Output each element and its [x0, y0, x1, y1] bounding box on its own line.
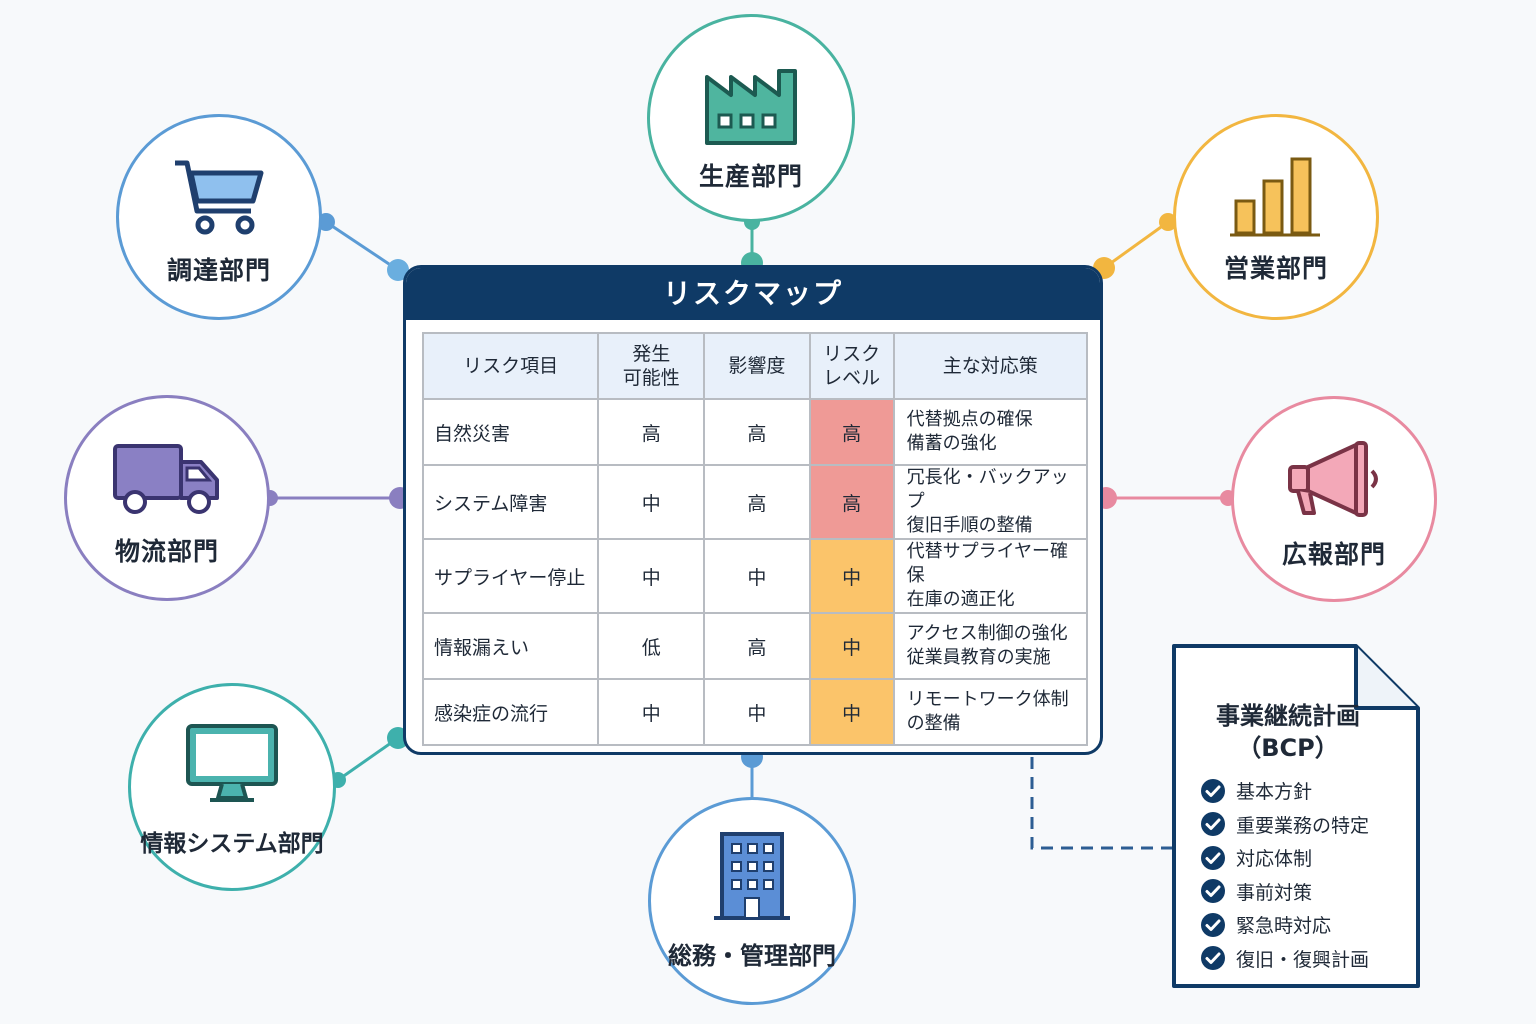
- bcp-document: 事業継続計画 （BCP） 基本方針 重要業務の特定 対応体制 事前対策 緊急時対…: [1170, 642, 1422, 992]
- list-item: 事前対策: [1200, 875, 1369, 909]
- department-label: 営業部門: [1223, 254, 1328, 283]
- office-building-icon: [714, 832, 790, 920]
- risk-level-cell: 中: [808, 612, 895, 680]
- measure-line: アクセス制御の強化: [906, 623, 1068, 644]
- measure-line: 従業員教育の実施: [906, 647, 1051, 668]
- header-risk-item: リスク項目: [421, 332, 600, 400]
- measure-line: 復旧手順の整備: [906, 515, 1033, 536]
- header-likelihood: 発生 可能性: [597, 332, 706, 400]
- truck-icon: [113, 444, 219, 514]
- list-item-label: 緊急時対応: [1236, 915, 1332, 938]
- measure-line: の整備: [906, 713, 961, 734]
- document-icon: [1172, 644, 1420, 988]
- risk-level-cell: 高: [808, 464, 895, 540]
- table-row: 感染症の流行 中 中 中 リモートワーク体制 の整備: [421, 678, 1089, 746]
- bar-chart-icon: [1230, 157, 1320, 237]
- header-risk-level: リスク レベル: [808, 332, 895, 400]
- impact-cell: 中: [703, 538, 811, 614]
- risk-level-cell: 中: [808, 538, 895, 614]
- production-department: 生産部門: [647, 14, 855, 222]
- measure-line: 備蓄の強化: [906, 433, 997, 454]
- impact-cell: 高: [703, 612, 811, 680]
- sales-department: 営業部門: [1173, 114, 1379, 320]
- measure-cell: 代替サプライヤー確保 在庫の適正化: [892, 538, 1089, 614]
- likelihood-cell: 低: [597, 612, 706, 680]
- list-item-label: 基本方針: [1236, 781, 1313, 804]
- header-likelihood-line1: 発生: [632, 343, 671, 365]
- list-item: 基本方針: [1200, 774, 1369, 808]
- table-row: 自然災害 高 高 高 代替拠点の確保 備蓄の強化: [421, 398, 1089, 466]
- department-label: 物流部門: [114, 537, 219, 566]
- impact-cell: 高: [703, 464, 811, 540]
- table-row: サプライヤー停止 中 中 中 代替サプライヤー確保 在庫の適正化: [421, 538, 1089, 614]
- risk-item: 自然災害: [421, 398, 600, 466]
- header-likelihood-line2: 可能性: [622, 367, 680, 389]
- risk-item: 感染症の流行: [421, 678, 600, 746]
- department-label: 調達部門: [166, 256, 271, 285]
- table-row: 情報漏えい 低 高 中 アクセス制御の強化 従業員教育の実施: [421, 612, 1089, 680]
- bcp-checklist: 基本方針 重要業務の特定 対応体制 事前対策 緊急時対応 復旧・復興計画: [1200, 774, 1369, 975]
- risk-item: システム障害: [421, 464, 600, 540]
- list-item: 緊急時対応: [1200, 908, 1369, 942]
- risk-map-panel: リスクマップ リスク項目 発生 可能性 影響度 リスク レベル 主な対応策: [403, 265, 1103, 755]
- measure-cell: アクセス制御の強化 従業員教育の実施: [892, 612, 1089, 680]
- measure-line: リモートワーク体制: [906, 689, 1069, 710]
- header-level-line1: リスク: [823, 343, 881, 365]
- risk-level-cell: 中: [808, 678, 895, 746]
- list-item: 対応体制: [1200, 841, 1369, 875]
- department-label: 広報部門: [1281, 540, 1386, 569]
- check-circle-icon: [1201, 778, 1225, 803]
- it-department: 情報システム部門: [128, 683, 336, 891]
- check-circle-icon: [1201, 845, 1225, 870]
- bcp-title: 事業継続計画 （BCP）: [1170, 700, 1406, 764]
- list-item-label: 事前対策: [1236, 881, 1313, 904]
- measure-cell: 代替拠点の確保 備蓄の強化: [892, 398, 1089, 466]
- shopping-cart-icon: [175, 160, 264, 235]
- table-header-row: リスク項目 発生 可能性 影響度 リスク レベル 主な対応策: [421, 332, 1089, 400]
- risk-level-cell: 高: [808, 398, 895, 466]
- measure-line: 冗長化・バックアップ: [906, 467, 1069, 512]
- check-circle-icon: [1201, 946, 1225, 971]
- list-item-label: 対応体制: [1236, 848, 1313, 871]
- megaphone-icon: [1288, 441, 1378, 517]
- measure-cell: 冗長化・バックアップ 復旧手順の整備: [892, 464, 1089, 540]
- logistics-department: 物流部門: [64, 395, 270, 601]
- header-level-line2: レベル: [823, 367, 881, 389]
- check-circle-icon: [1201, 912, 1225, 937]
- factory-icon: [705, 69, 797, 145]
- likelihood-cell: 中: [597, 678, 706, 746]
- list-item-label: 復旧・復興計画: [1236, 948, 1370, 971]
- department-label: 総務・管理部門: [668, 942, 836, 970]
- connector-dot: [1159, 213, 1177, 231]
- check-circle-icon: [1201, 812, 1225, 837]
- check-circle-icon: [1201, 879, 1225, 904]
- header-measures: 主な対応策: [892, 332, 1089, 400]
- measure-line: 在庫の適正化: [906, 589, 1015, 610]
- risk-item: サプライヤー停止: [421, 538, 600, 614]
- impact-cell: 中: [703, 678, 811, 746]
- list-item: 復旧・復興計画: [1200, 942, 1369, 976]
- measure-line: 代替拠点の確保: [906, 409, 1033, 430]
- pr-department: 広報部門: [1231, 396, 1437, 602]
- likelihood-cell: 中: [597, 464, 706, 540]
- likelihood-cell: 高: [597, 398, 706, 466]
- procurement-department: 調達部門: [116, 114, 322, 320]
- list-item: 重要業務の特定: [1200, 808, 1369, 842]
- department-label: 情報システム部門: [140, 831, 324, 857]
- department-label: 生産部門: [698, 162, 803, 191]
- likelihood-cell: 中: [597, 538, 706, 614]
- impact-cell: 高: [703, 398, 811, 466]
- admin-department: 総務・管理部門: [648, 797, 856, 1005]
- header-impact: 影響度: [703, 332, 811, 400]
- list-item-label: 重要業務の特定: [1236, 814, 1370, 837]
- bcp-title-line1: 事業継続計画: [1216, 702, 1360, 730]
- risk-item: 情報漏えい: [421, 612, 600, 680]
- monitor-icon: [186, 724, 278, 802]
- measure-line: 代替サプライヤー確保: [906, 541, 1069, 586]
- risk-table: リスク項目 発生 可能性 影響度 リスク レベル 主な対応策 自然災害 高 高 …: [421, 332, 1089, 746]
- risk-map-title: リスクマップ: [406, 268, 1100, 320]
- table-row: システム障害 中 高 高 冗長化・バックアップ 復旧手順の整備: [421, 464, 1089, 540]
- bcp-title-line2: （BCP）: [1237, 734, 1339, 762]
- measure-cell: リモートワーク体制 の整備: [892, 678, 1089, 746]
